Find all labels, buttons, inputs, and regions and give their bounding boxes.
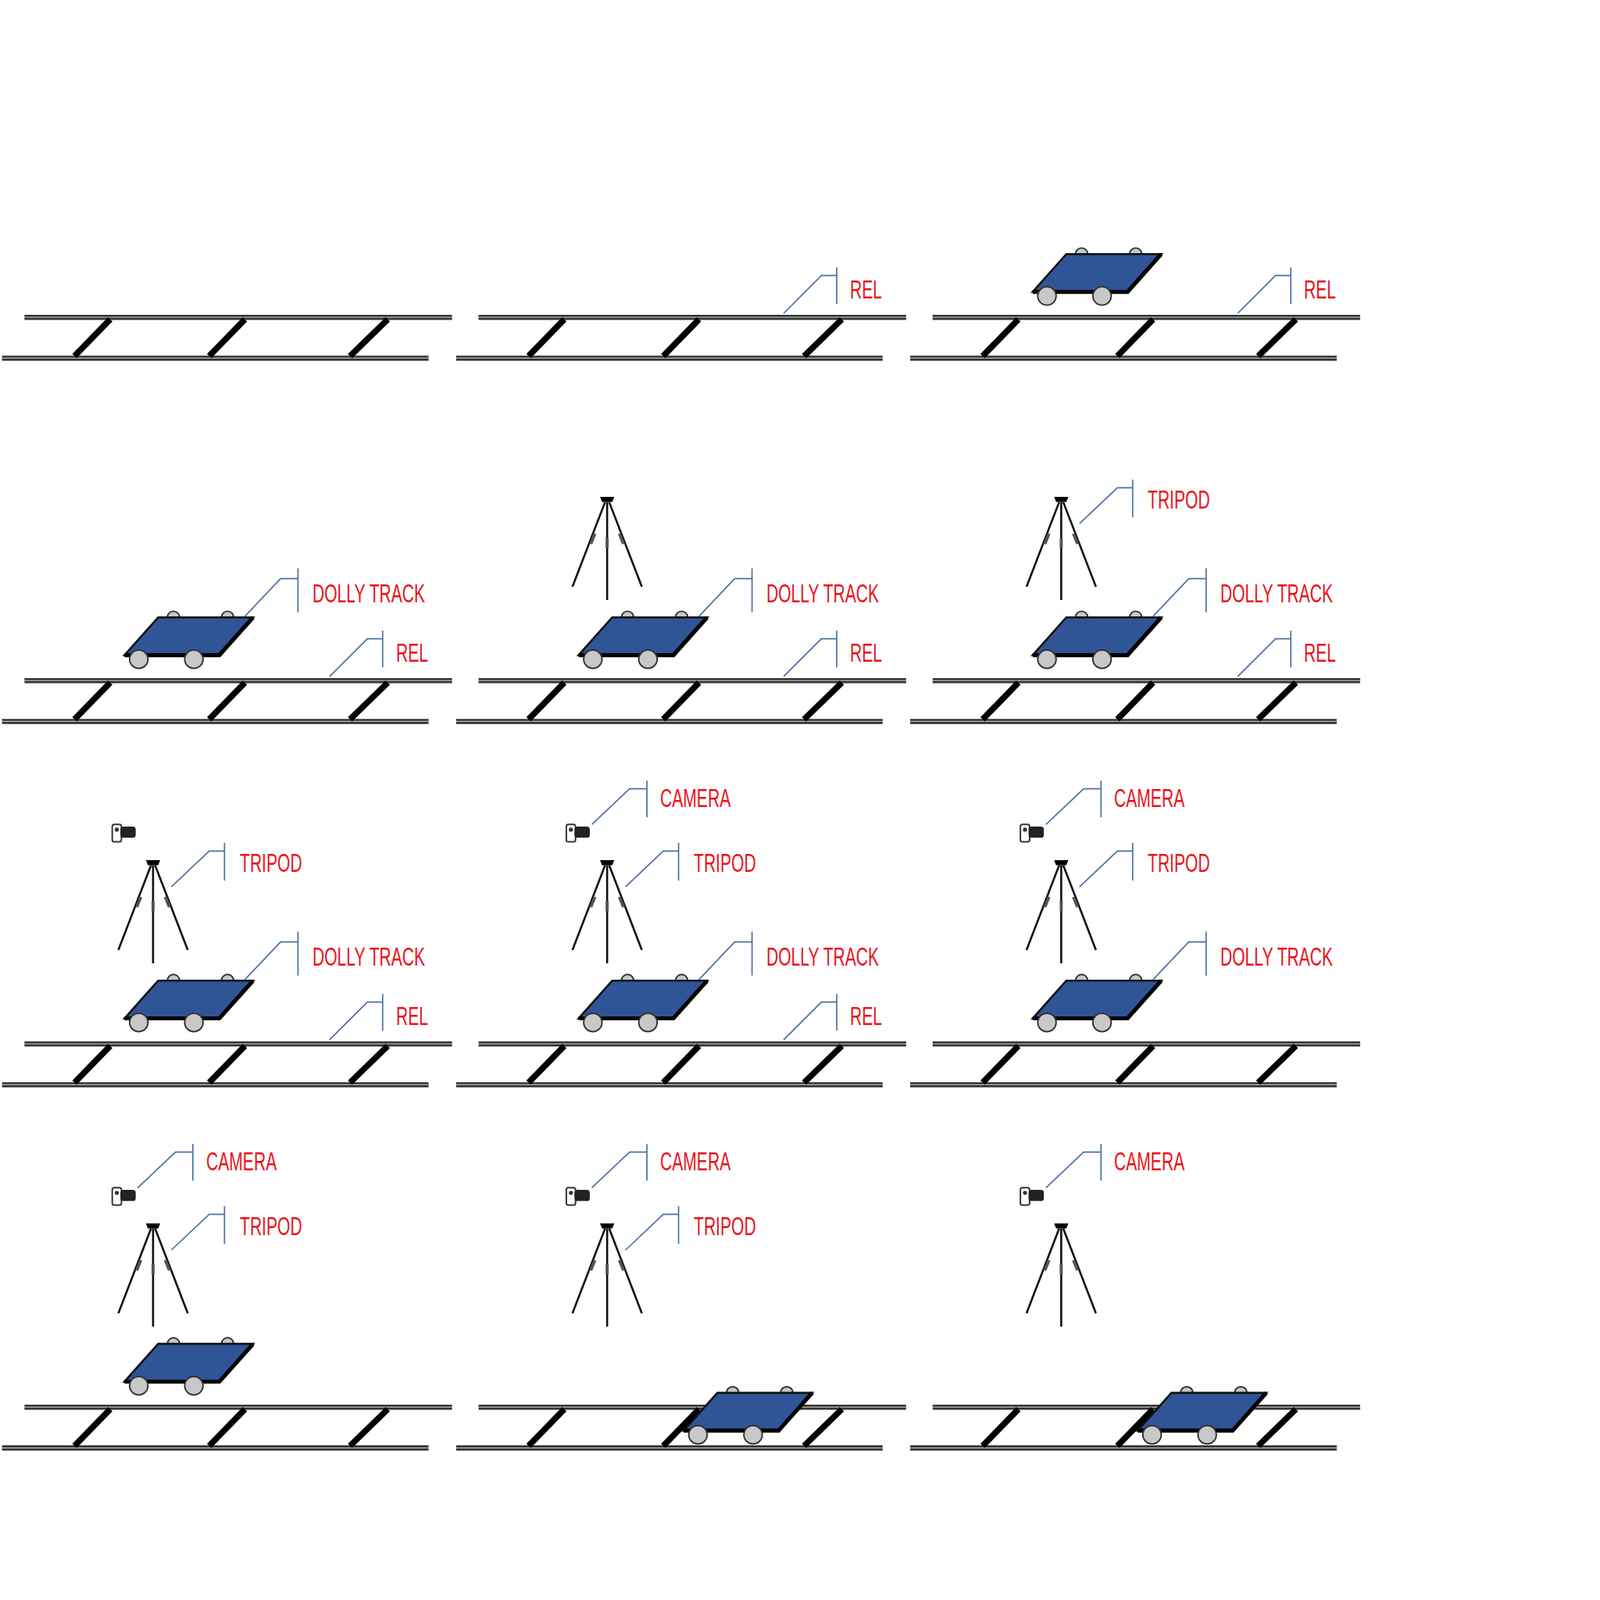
part-label: CAMERA [1114,784,1185,811]
part-label: REL [396,1002,429,1029]
tripod-symbol [1026,1223,1097,1327]
leader-line [625,1206,679,1250]
part-label: DOLLY TRACK [766,579,879,607]
camera-icon [1020,824,1044,842]
leader-line [137,1143,193,1188]
tripod-symbol [1026,496,1097,600]
leader-line [244,931,298,979]
camera-icon [112,1187,136,1205]
dolly-cart [1137,1386,1267,1444]
rail-track [2,1407,453,1448]
leader-line [329,993,383,1040]
part-label: DOLLY TRACK [1220,579,1333,607]
dolly-cart [1032,974,1162,1032]
dolly-cart [124,974,254,1032]
leader-line [1237,630,1291,677]
leader-line [1046,780,1102,825]
tripod-symbol [572,496,643,600]
rail-track [2,1043,453,1085]
part-label: CAMERA [660,784,731,811]
leader-line [783,993,837,1040]
leader-line [244,568,298,617]
rail-track [2,680,453,722]
dolly-cart [578,610,708,668]
part-label: REL [850,1002,883,1029]
part-label: DOLLY TRACK [1220,942,1333,970]
rail-track [2,317,453,358]
rail-track [910,680,1361,722]
leader-line [1079,842,1133,887]
rail-track [456,1407,907,1448]
rail-track [910,1043,1361,1085]
dolly-cart [1032,610,1162,668]
dolly-cart [1032,247,1162,305]
leader-line [1153,931,1207,979]
leader-line [329,630,383,677]
part-label: REL [396,639,429,666]
leader-line [1237,267,1291,314]
part-label: CAMERA [1114,1147,1185,1175]
dolly-cart [578,974,708,1032]
part-label: DOLLY TRACK [766,942,879,970]
rail-track [456,680,907,722]
rail-track [910,1407,1361,1448]
part-label: TRIPOD [239,849,303,876]
camera-icon [112,824,136,842]
dolly-cart [124,610,254,668]
part-label: CAMERA [660,1147,731,1175]
leader-line [1153,568,1207,617]
part-label: REL [850,639,883,666]
leader-line [783,630,837,677]
camera-icon [566,824,590,842]
tripod-symbol [1026,860,1097,964]
leader-line [699,931,753,979]
leader-line [1079,479,1133,524]
leader-line [592,780,648,825]
part-label: REL [1303,275,1336,303]
part-label: TRIPOD [1147,485,1211,513]
part-label: REL [1303,639,1336,666]
rail-track [456,1043,907,1085]
leader-line [592,1143,648,1188]
part-label: TRIPOD [1147,849,1211,876]
leader-line [625,842,679,887]
rail-track [910,317,1361,358]
part-label: TRIPOD [693,849,757,876]
leader-line [171,1206,225,1250]
leader-line [783,267,837,314]
tripod-symbol [118,860,189,964]
part-label: DOLLY TRACK [312,942,425,970]
leader-line [699,568,753,617]
part-label: TRIPOD [239,1212,303,1240]
part-label: CAMERA [206,1147,277,1175]
rail-track [456,317,907,358]
tripod-symbol [118,1223,189,1327]
tripod-symbol [572,1223,643,1327]
dolly-cart [124,1337,254,1395]
part-label: DOLLY TRACK [312,579,425,607]
part-label: TRIPOD [693,1212,757,1240]
tripod-symbol [572,860,643,964]
leader-line [171,842,225,887]
camera-icon [566,1187,590,1205]
dolly-cart [683,1386,813,1444]
camera-icon [1020,1187,1044,1205]
part-label: REL [850,275,883,303]
leader-line [1046,1143,1102,1188]
